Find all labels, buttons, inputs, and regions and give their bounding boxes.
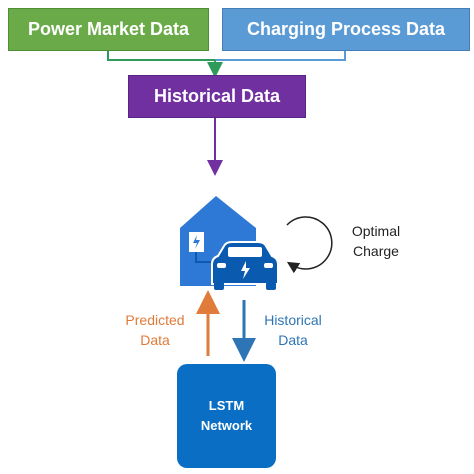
- house-with-ev-charging-icon: [180, 196, 279, 290]
- power-market-data-label: Power Market Data: [27, 19, 190, 39]
- optimal-charge-line2: Charge: [353, 243, 399, 259]
- historical-data-arrow-label: Historical Data: [248, 310, 338, 350]
- historical-data-box: Historical Data: [128, 75, 306, 118]
- predicted-data-line2: Data: [140, 332, 170, 348]
- optimal-charge-label: Optimal Charge: [338, 221, 414, 261]
- lstm-line1: LSTM: [208, 398, 245, 413]
- lstm-network-box: LSTM Network: [177, 364, 276, 468]
- predicted-data-line1: Predicted: [125, 312, 185, 328]
- predicted-data-label: Predicted Data: [110, 310, 200, 350]
- inputs-connector: [107, 51, 346, 78]
- historical-arrow-line2: Data: [278, 332, 308, 348]
- power-market-data-box: Power Market Data: [8, 8, 209, 51]
- historical-data-label: Historical Data: [153, 86, 281, 106]
- historical-arrow-line1: Historical: [264, 312, 322, 328]
- optimal-charge-cycle-icon: [286, 216, 333, 274]
- lstm-line2: Network: [200, 418, 253, 433]
- charging-process-data-label: Charging Process Data: [246, 19, 446, 39]
- charging-process-data-box: Charging Process Data: [222, 8, 470, 51]
- optimal-charge-line1: Optimal: [351, 223, 401, 239]
